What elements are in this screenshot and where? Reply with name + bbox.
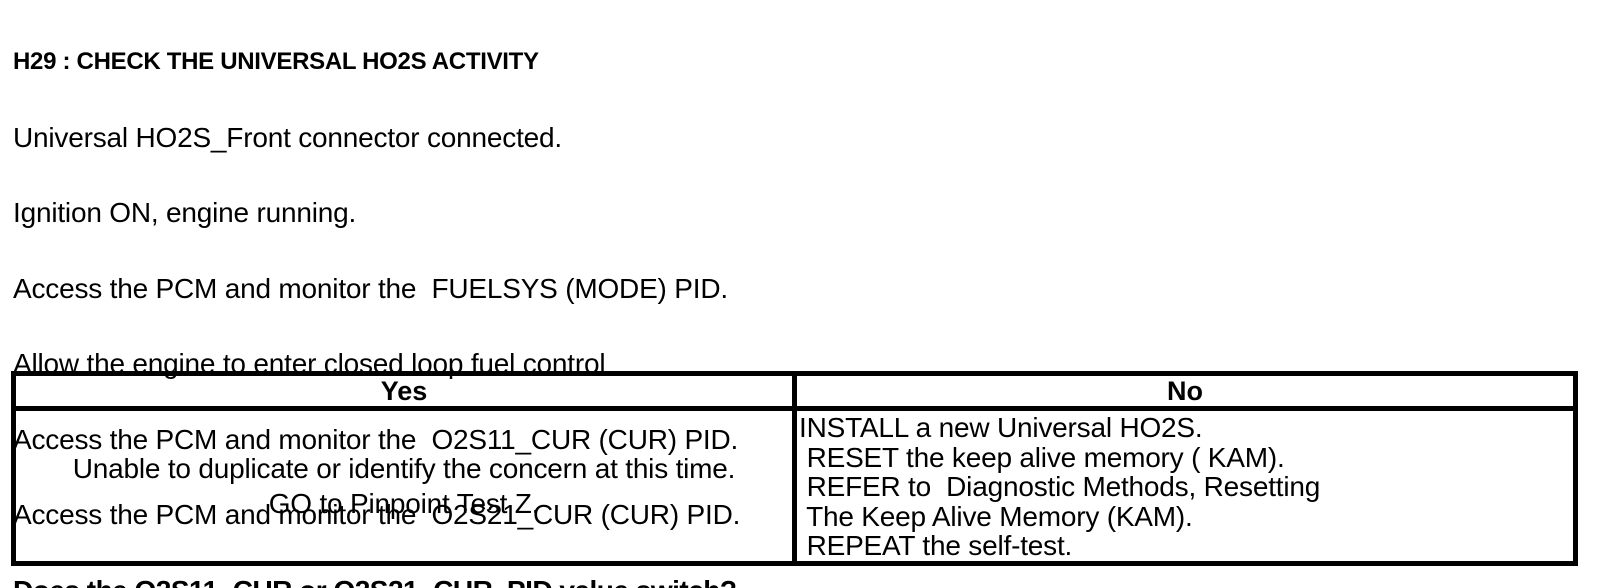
procedure-block: H29 : CHECK THE UNIVERSAL HO2S ACTIVITY … — [13, 6, 740, 588]
yes-result-cell: Unable to duplicate or identify the conc… — [16, 411, 797, 561]
no-result-line: RESET the keep alive memory ( KAM). — [799, 441, 1285, 473]
procedure-step: Access the PCM and monitor the O2S21_CUR… — [13, 499, 741, 530]
procedure-step: Universal HO2S_Front connector connected… — [13, 121, 562, 153]
no-header-cell: No — [1167, 376, 1203, 406]
procedure-step: Ignition ON, engine running. — [13, 197, 357, 228]
procedure-question: Does the O2S11_CUR or O2S21_CUR PID valu… — [13, 571, 740, 588]
decision-table: Yes No Unable to duplicate or identify t… — [11, 371, 1578, 566]
yes-header-cell: Yes — [16, 376, 797, 406]
procedure-step: Access the PCM and monitor the O2S11_CUR… — [13, 423, 739, 455]
decision-table-header-row: Yes No — [16, 376, 1573, 411]
decision-table-body-row: Unable to duplicate or identify the conc… — [16, 411, 1573, 561]
no-result-cell: INSTALL a new Universal HO2S. RESET the … — [797, 411, 1573, 561]
no-result-line: REPEAT the self-test. — [799, 530, 1073, 561]
no-result-line: The Keep Alive Memory (KAM). — [799, 500, 1193, 532]
no-result-line: INSTALL a new Universal HO2S. — [799, 412, 1203, 443]
procedure-step: Access the PCM and monitor the FUELSYS (… — [13, 272, 728, 304]
yes-result-line: GO to Pinpoint Test Z. — [268, 488, 540, 519]
yes-result-line: Unable to duplicate or identify the conc… — [72, 453, 736, 484]
procedure-heading: H29 : CHECK THE UNIVERSAL HO2S ACTIVITY — [13, 48, 539, 75]
no-result-line: REFER to Diagnostic Methods, Resetting — [799, 471, 1321, 503]
